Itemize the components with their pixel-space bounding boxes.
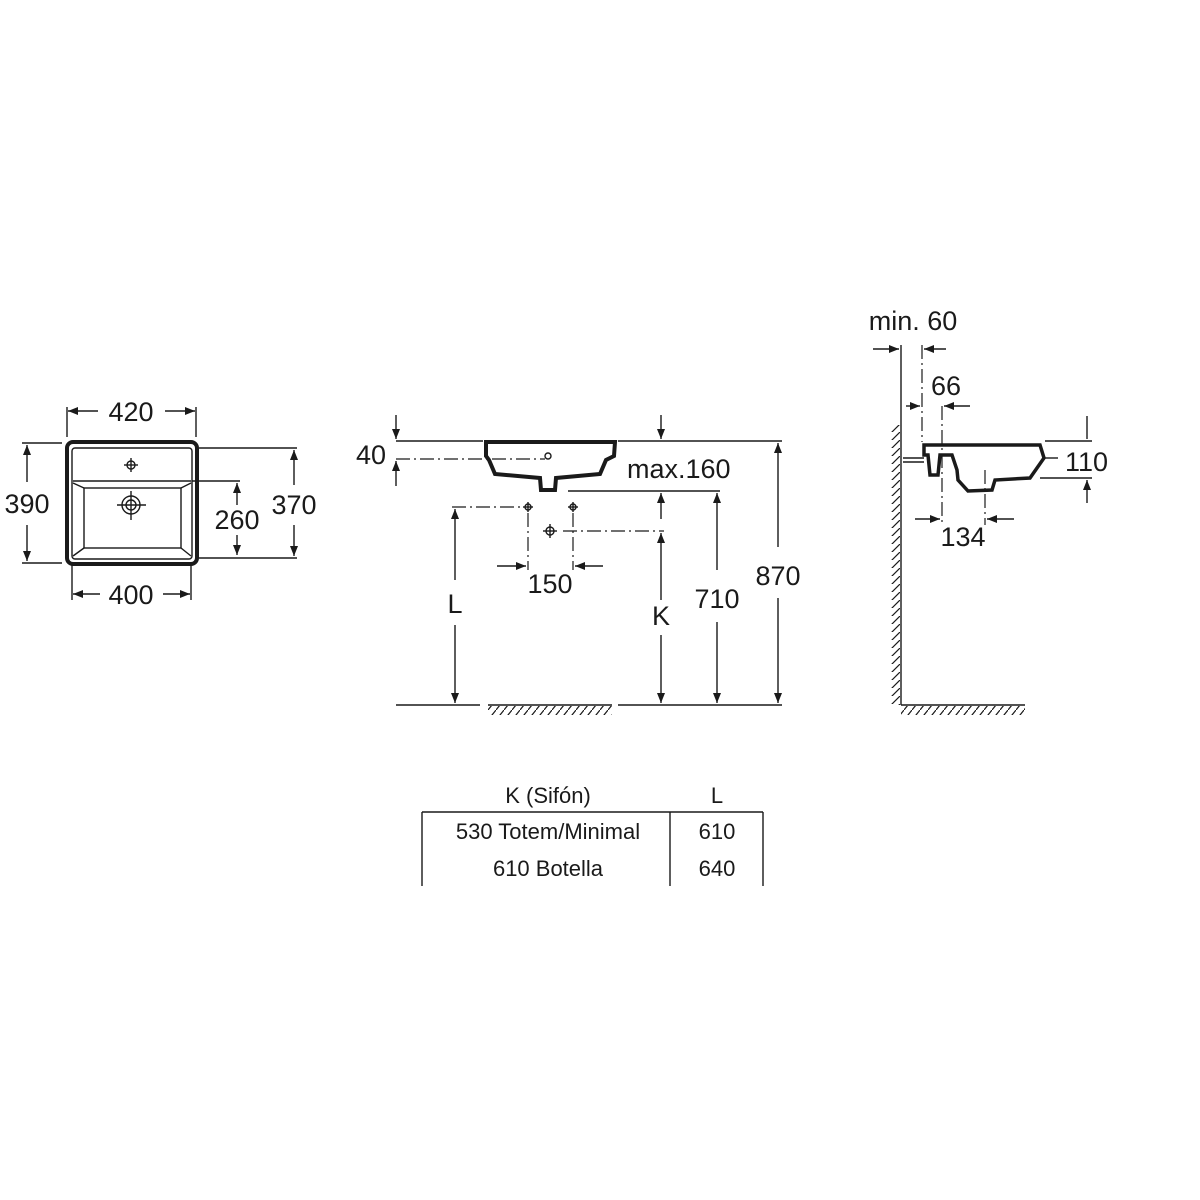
dim-40: 40 (356, 440, 386, 470)
dim-370: 370 (271, 490, 316, 520)
wall-hatch (890, 425, 901, 705)
tap-hole-icon (523, 502, 533, 512)
basin-section (484, 440, 618, 492)
tap-hole-icon (568, 502, 578, 512)
tap-hole-icon (124, 458, 138, 472)
basin-section (922, 443, 1046, 493)
dim-110: 110 (1065, 447, 1108, 477)
front-view: 40 max.160 150 L K 710 870 (356, 415, 801, 715)
drain-icon (543, 524, 557, 538)
floor-hatch (901, 706, 1025, 715)
siphon-table: K (Sifón) L 530 Totem/Minimal 610 610 Bo… (421, 783, 764, 886)
table-cell: 610 Botella (493, 856, 604, 881)
table-cell: 530 Totem/Minimal (456, 819, 640, 844)
drain-icon (117, 491, 146, 520)
label-K: K (652, 601, 670, 631)
dim-134: 134 (940, 522, 985, 552)
dim-66: 66 (931, 371, 961, 401)
table-row: 530 Totem/Minimal 610 (456, 819, 735, 844)
dim-260: 260 (214, 505, 259, 535)
label-L: L (447, 589, 462, 619)
bowl-outline (83, 487, 182, 549)
dim-max-160: max.160 (627, 454, 731, 484)
dim-390: 390 (4, 489, 49, 519)
floor-hatch (488, 706, 612, 715)
dim-710: 710 (694, 584, 739, 614)
dim-150: 150 (527, 569, 572, 599)
table-header-l: L (711, 783, 723, 808)
table-row: 610 Botella 640 (493, 856, 735, 881)
table-header-k: K (Sifón) (505, 783, 591, 808)
plan-view: 420 400 390 260 370 (4, 397, 316, 610)
basin-outline (65, 440, 199, 566)
dim-400: 400 (108, 580, 153, 610)
table-cell: 610 (699, 819, 736, 844)
dim-min-60: min. 60 (869, 306, 958, 336)
dim-420: 420 (108, 397, 153, 427)
table-cell: 640 (699, 856, 736, 881)
dim-870: 870 (755, 561, 800, 591)
side-view: min. 60 66 134 110 (869, 306, 1108, 715)
